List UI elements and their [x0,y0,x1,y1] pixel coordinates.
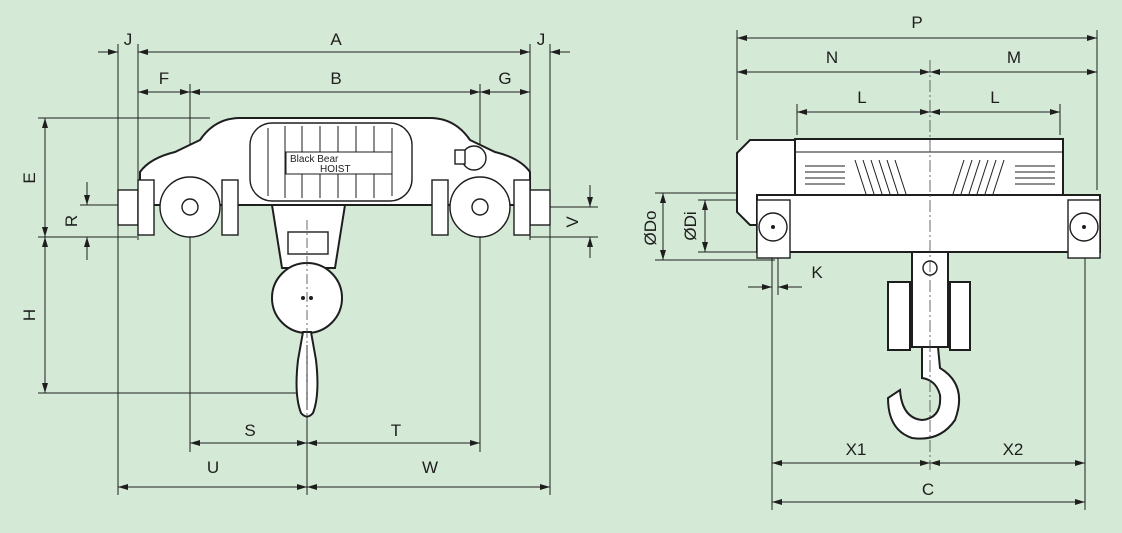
side-view: P N M L L ØDo ØDi K X1 X2 C [641,13,1101,510]
label-U: U [207,458,219,477]
label-C: C [922,480,934,499]
side-hook [886,346,961,440]
label-E: E [20,172,39,183]
wheel-right-hub [471,198,489,216]
label-V: V [563,216,582,228]
end-plate-right-inner [431,179,449,236]
nameplate-line2: HOIST [320,164,351,175]
label-G: G [498,69,511,88]
rope-grooves [805,159,1055,195]
label-F: F [159,69,169,88]
label-M: M [1007,48,1021,67]
label-K: K [811,263,823,282]
end-plate-right [513,179,531,236]
label-Do: ØDo [641,211,660,246]
label-L-left: L [857,88,866,107]
sheave-pin [301,296,305,300]
label-J-left: J [124,30,133,49]
nameplate [285,151,393,175]
label-H: H [20,309,39,321]
end-plate-left [137,179,155,236]
motor-terminal [454,149,466,165]
bumper-right [529,189,551,226]
label-A: A [330,30,342,49]
label-P: P [911,13,922,32]
front-view: Black Bear HOIST A J J F B G E H R V [20,30,598,495]
hook-shackle [287,231,329,255]
side-sheave-left [887,281,911,351]
side-girder [756,194,1101,253]
side-dimension-lines [660,35,1097,505]
wheel-left-hub [181,198,199,216]
side-drum-housing [794,138,1064,196]
side-extension-lines [655,30,1098,510]
label-J-right: J [537,30,546,49]
end-plate-left-inner [221,179,239,236]
bumper-left [117,189,139,226]
label-T: T [391,421,401,440]
label-S: S [244,421,255,440]
label-L-right: L [990,88,999,107]
label-X2: X2 [1003,440,1024,459]
nameplate-line1: Black Bear [290,154,339,165]
label-Di: ØDi [681,211,700,240]
side-sheave-right [949,281,971,351]
label-X1: X1 [846,440,867,459]
label-R: R [62,215,81,227]
label-N: N [826,48,838,67]
label-B: B [330,69,341,88]
label-W: W [422,458,438,477]
dimension-lines [42,49,593,490]
